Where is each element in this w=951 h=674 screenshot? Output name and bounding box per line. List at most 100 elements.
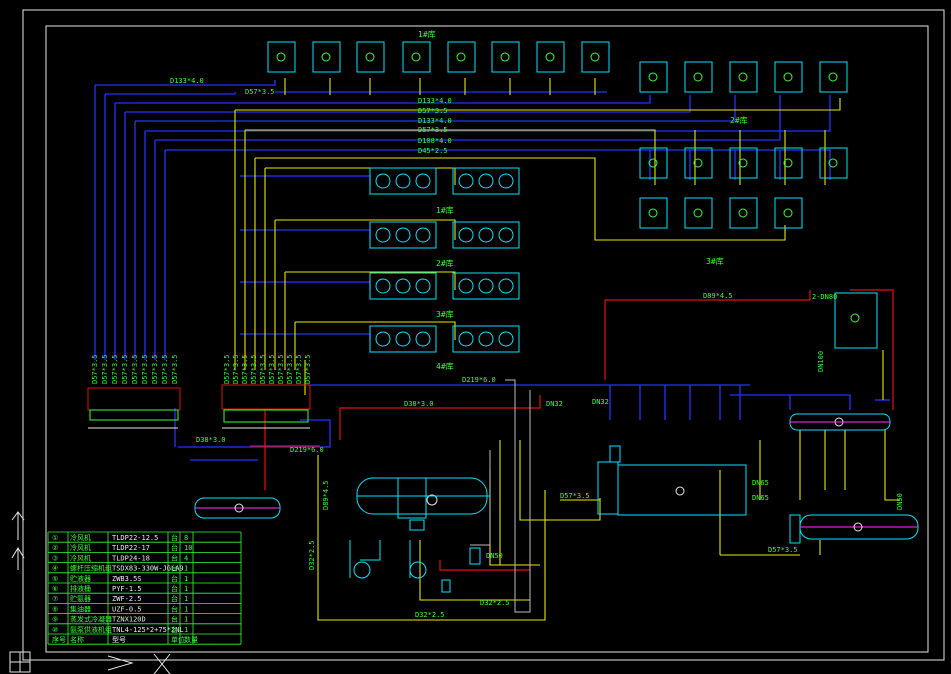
table-cell-no: ⑩ — [52, 626, 58, 634]
table-cell-model: PYF-1.5 — [112, 585, 142, 593]
table-cell-qty: 1 — [184, 575, 188, 583]
group2-label: 2#库 — [730, 115, 748, 125]
fan-icon — [478, 173, 494, 189]
manifold-label: D57*3.5 — [223, 354, 231, 384]
table-cell-qty: 数量 — [184, 635, 198, 644]
table-cell-qty: 8 — [184, 534, 188, 542]
fan-icon — [478, 227, 494, 243]
table-cell-model: TZNX120D — [112, 616, 146, 624]
table-cell-no: ④ — [52, 565, 58, 573]
manifold-label: D57*3.5 — [101, 354, 109, 384]
fan-icon — [458, 227, 474, 243]
evaporator-unit — [356, 41, 385, 73]
pipe-label: D57*3.5 — [245, 88, 275, 96]
pipe-label: D89*4.5 — [703, 292, 733, 300]
pipe-label: D45*2.5 — [418, 147, 448, 155]
fan-icon — [498, 331, 514, 347]
table-cell-unit: 单位 — [171, 635, 185, 644]
table-cell-no: ② — [52, 544, 58, 552]
fan-icon — [478, 278, 494, 294]
group1-label: 1#库 — [418, 29, 436, 39]
fan-icon — [395, 278, 411, 294]
evaporator-unit — [402, 41, 431, 73]
air-units-group2 — [639, 61, 848, 229]
table-cell-name: 贮液器 — [70, 574, 91, 583]
evaporator-unit — [447, 41, 476, 73]
fan-icon — [415, 331, 431, 347]
fan-icon — [458, 331, 474, 347]
evaporator-unit — [536, 41, 565, 73]
fan-icon — [458, 173, 474, 189]
pipe-label: DN50 — [896, 493, 904, 510]
pipe-label: D38*3.0 — [196, 436, 226, 444]
table-cell-model: TNL4-125*2+75*2NL — [112, 626, 184, 634]
group-labels: 1#库 2#库 3#库 1#库 2#库 3#库 4#库 — [418, 29, 748, 371]
table-cell-no: ⑨ — [52, 616, 58, 624]
evaporative-condenser — [834, 292, 878, 349]
pipe-label: D57*3.5 — [418, 107, 448, 115]
manifold-label: D57*3.5 — [241, 354, 249, 384]
table-cell-qty: 1 — [184, 626, 188, 634]
table-cell-unit: 台 — [171, 604, 178, 613]
table-row: 序号名称型号单位数量 — [52, 635, 198, 644]
ceiling-coolers — [369, 167, 520, 353]
table-cell-name: 蒸发式冷凝器 — [70, 615, 112, 624]
compressor-unit — [597, 445, 747, 516]
pipe-label: D89*4.5 — [322, 480, 330, 510]
pipe-label: DN65 — [752, 494, 769, 502]
pipe-label: D108*4.0 — [418, 137, 452, 145]
table-cell-model: TLDP22-17 — [112, 544, 150, 552]
pipe-label: D32*2.5 — [308, 540, 316, 570]
table-cell-unit: 台 — [171, 615, 178, 624]
table-cell-no: ① — [52, 534, 58, 542]
oil-pipes — [470, 379, 531, 613]
low-pressure-receiver — [194, 497, 281, 519]
table-cell-name: 螺杆压缩机组 — [70, 564, 112, 573]
table-cell-no: 序号 — [52, 635, 66, 644]
table-cell-name: 冷风机 — [70, 553, 91, 562]
pipe-label: DN32 — [546, 400, 563, 408]
table-cell-model: TSDX83-330W-JGLA9 — [112, 565, 184, 573]
manifold-label: D57*3.5 — [232, 354, 240, 384]
table-cell-model: TLDP24-18 — [112, 554, 150, 562]
manifold-label: D57*3.5 — [161, 354, 169, 384]
pipe-label: D38*3.0 — [404, 400, 434, 408]
manifold-label: D57*3.5 — [141, 354, 149, 384]
table-cell-name: 冷风机 — [70, 533, 91, 542]
table-cell-unit: 台 — [171, 574, 178, 583]
table-cell-model: UZF-0.5 — [112, 605, 142, 613]
pipe-label: 2-DN80 — [812, 293, 837, 301]
table-cell-qty: 1 — [184, 585, 188, 593]
manifold-label: D57*3.5 — [121, 354, 129, 384]
fan-icon — [395, 227, 411, 243]
manifold-label: D57*3.5 — [151, 354, 159, 384]
table-cell-model: 型号 — [112, 635, 126, 644]
group3-label: 3#库 — [706, 256, 724, 266]
table-cell-model: TLDP22-12.5 — [112, 534, 158, 542]
table-cell-unit: 台 — [171, 543, 178, 552]
ammonia-pump-separator — [349, 477, 490, 579]
cooler-group-label: 2#库 — [436, 258, 454, 268]
pipe-label: D57*3.5 — [560, 492, 590, 500]
fan-icon — [458, 278, 474, 294]
table-cell-unit: 台 — [171, 533, 178, 542]
pipe-label: DN32 — [592, 398, 609, 406]
evaporator-unit — [267, 41, 296, 73]
drawing-frame — [22, 9, 945, 661]
table-cell-no: ③ — [52, 554, 58, 562]
table-cell-no: ⑥ — [52, 585, 58, 593]
fan-icon — [498, 278, 514, 294]
fan-icon — [375, 173, 391, 189]
manifold-label: D57*3.5 — [268, 354, 276, 384]
fan-icon — [415, 278, 431, 294]
cooler-group-label: 1#库 — [436, 205, 454, 215]
